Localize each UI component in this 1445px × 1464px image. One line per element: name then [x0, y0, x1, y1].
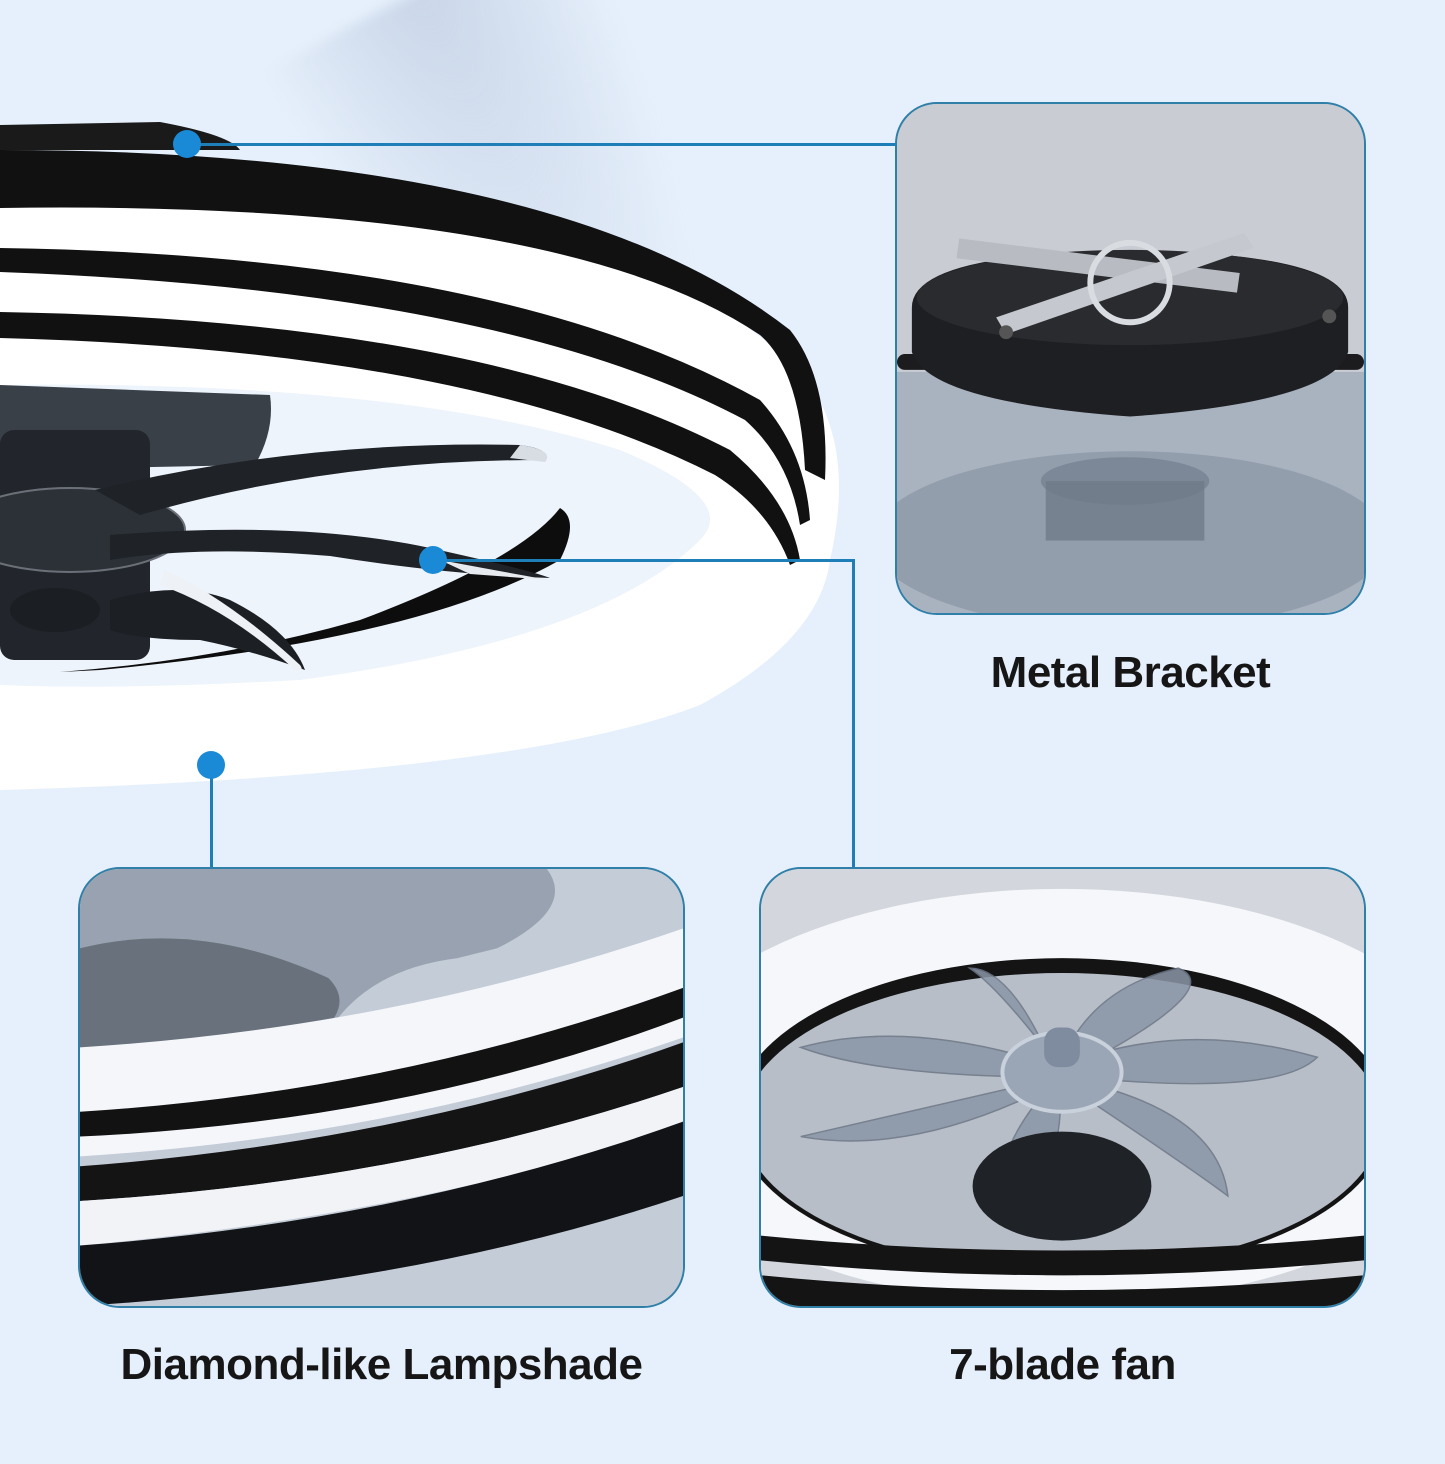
callout-dot-bracket — [173, 130, 201, 158]
label-lampshade: Diamond-like Lampshade — [120, 1340, 643, 1389]
callout-dot-lampshade — [197, 751, 225, 779]
feature-panel-metal-bracket — [895, 102, 1366, 615]
lampshade-photo — [80, 869, 683, 1306]
label-7-blade-fan: 7-blade fan — [949, 1340, 1176, 1389]
callout-dot-blade — [419, 546, 447, 574]
metal-bracket-photo — [897, 104, 1364, 613]
hero-fan-image — [0, 0, 900, 820]
seven-blade-fan-photo — [761, 869, 1364, 1306]
callout-line-blade-v — [852, 559, 855, 869]
feature-panel-lampshade — [78, 867, 685, 1308]
label-metal-bracket: Metal Bracket — [990, 648, 1271, 697]
callout-line-bracket — [195, 143, 897, 146]
callout-line-lampshade — [210, 770, 213, 868]
feature-panel-7-blade-fan — [759, 867, 1366, 1308]
ceiling-fan-illustration — [0, 122, 839, 790]
callout-line-blade-h — [440, 559, 855, 562]
